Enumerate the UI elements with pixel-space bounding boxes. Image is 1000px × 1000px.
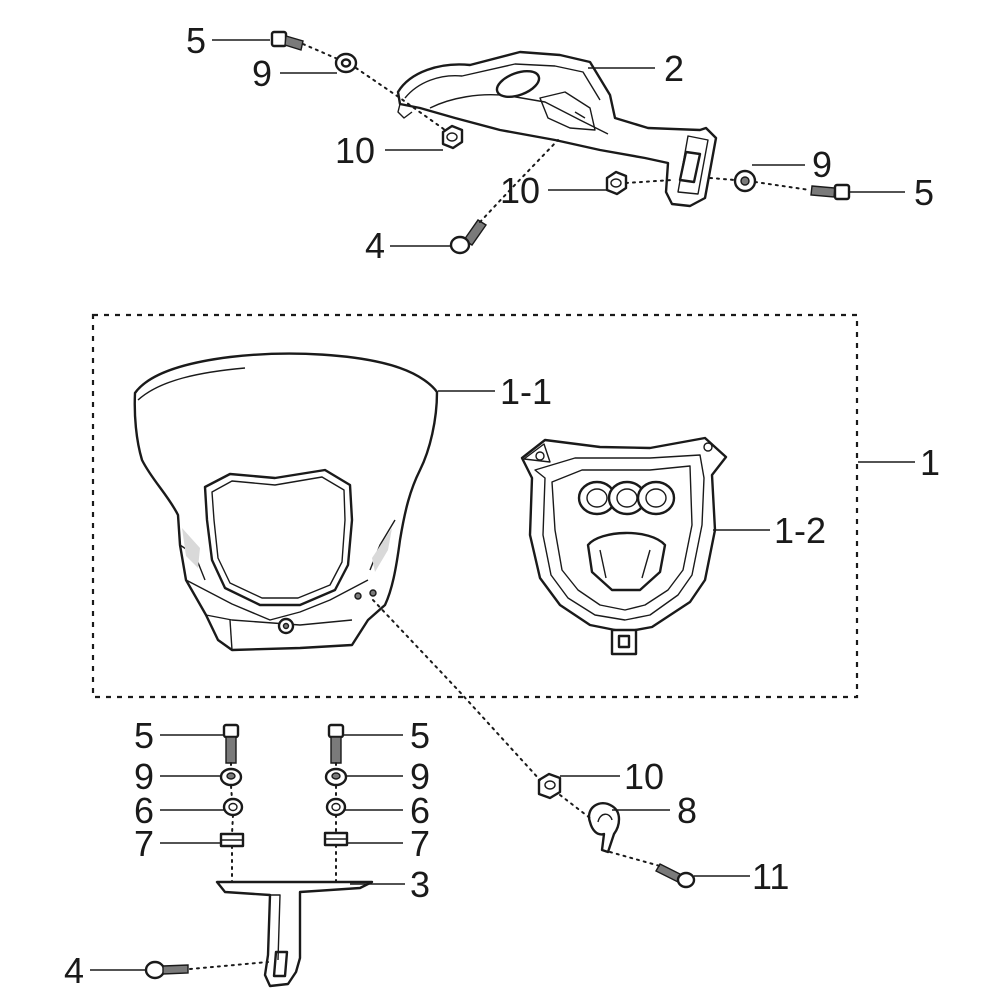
- visor-part-1-1: [133, 352, 439, 652]
- callout-7-bottom-left: 7: [134, 823, 154, 864]
- callout-10-top-left: 10: [335, 130, 375, 171]
- washer-9-top-right: [733, 169, 757, 193]
- bolt-5-bottom-right: [327, 723, 345, 764]
- bolt-4-bottom: [144, 960, 189, 980]
- callout-6-bottom-right: 6: [410, 790, 430, 831]
- callout-9-bottom-right: 9: [410, 756, 430, 797]
- callout-5-top-right: 5: [914, 172, 934, 213]
- callout-3: 3: [410, 864, 430, 905]
- nut-10-top-mid: [605, 170, 628, 196]
- bracket-part-2: [396, 50, 718, 208]
- bolt-4-top: [449, 219, 487, 255]
- washer-9-top-left: [334, 52, 358, 74]
- headlight-assembly-box: [91, 313, 859, 699]
- callout-11: 11: [752, 856, 789, 897]
- washer-9-bottom-right: [324, 767, 348, 787]
- bolt-5-top-left: [270, 30, 304, 51]
- callout-1-2: 1-2: [774, 510, 826, 551]
- headlight-part-1-2: [520, 436, 728, 656]
- callout-9-bottom-left: 9: [134, 756, 154, 797]
- callout-10-top-mid: 10: [500, 170, 540, 211]
- callout-5-bottom-right: 5: [410, 715, 430, 756]
- grommet-7-bottom-left: [219, 832, 245, 848]
- grommet-7-bottom-right: [323, 831, 349, 847]
- callout-10-bottom: 10: [624, 756, 664, 797]
- callout-1-1: 1-1: [500, 371, 552, 412]
- screw-11: [655, 863, 696, 889]
- bolt-5-top-right: [810, 183, 851, 201]
- collar-6-bottom-left: [222, 797, 244, 817]
- callout-4-bottom: 4: [64, 950, 84, 991]
- callout-1: 1: [920, 442, 940, 483]
- lower-bracket-part-3: [215, 880, 374, 988]
- nut-10-bottom: [537, 772, 562, 800]
- bolt-5-bottom-left: [222, 723, 240, 764]
- collar-6-bottom-right: [325, 797, 347, 817]
- callout-2: 2: [664, 48, 684, 89]
- callout-4-top: 4: [365, 225, 385, 266]
- callout-8: 8: [677, 790, 697, 831]
- clip-8: [587, 801, 621, 854]
- callout-5-bottom-left: 5: [134, 715, 154, 756]
- callout-5-top-left: 5: [186, 20, 206, 61]
- callout-9-top-right: 9: [812, 144, 832, 185]
- callout-7-bottom-right: 7: [410, 823, 430, 864]
- nut-10-top-left: [441, 124, 464, 150]
- callout-9-top-left: 9: [252, 53, 272, 94]
- callout-6-bottom-left: 6: [134, 790, 154, 831]
- washer-9-bottom-left: [219, 767, 243, 787]
